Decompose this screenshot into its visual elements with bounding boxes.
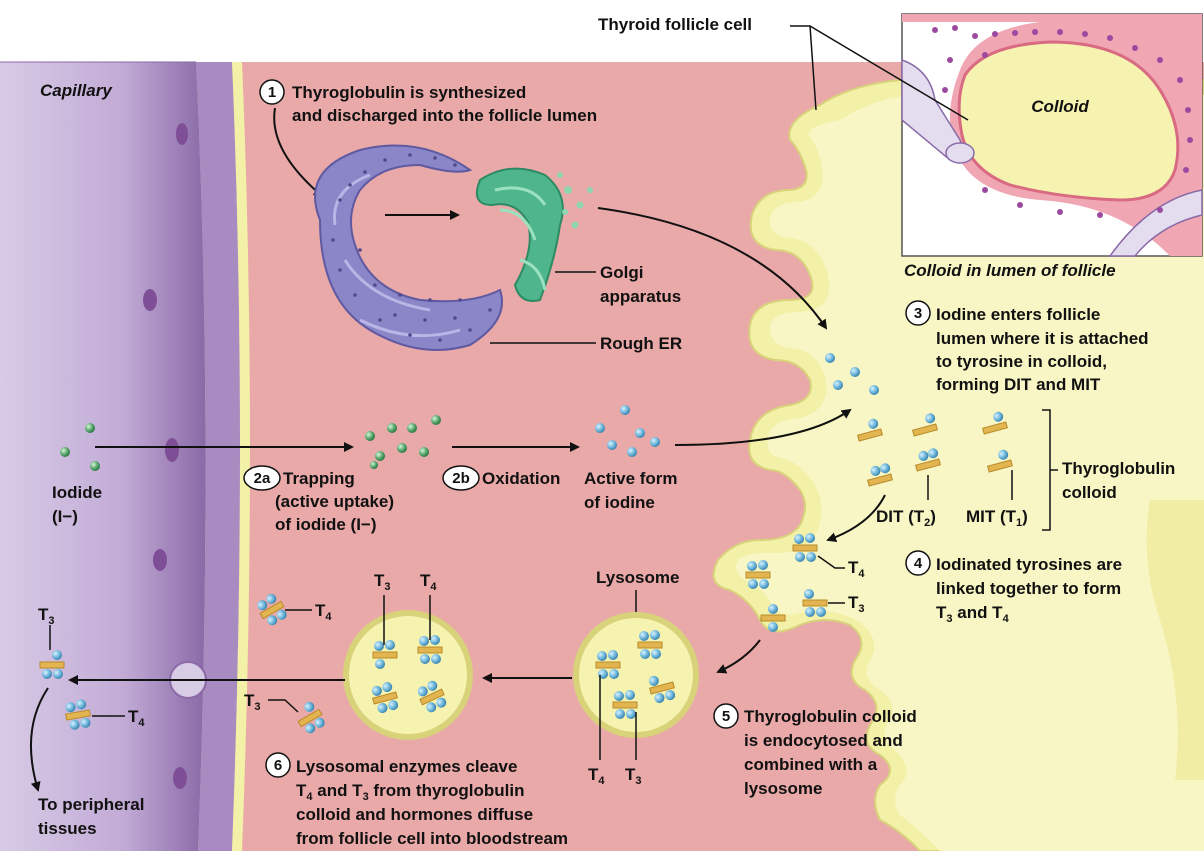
golgi-label-2: apparatus — [600, 287, 681, 306]
step-4-number: 4 — [914, 555, 923, 572]
rough-er-label: Rough ER — [600, 334, 682, 353]
capillary-nucleus — [173, 767, 187, 789]
step-6-line-1: Lysosomal enzymes cleave — [296, 757, 517, 776]
step-5-line-3: combined with a — [744, 755, 878, 774]
step-4-line-1: Iodinated tyrosines are — [936, 555, 1122, 574]
iodide-symbol-label: (I−) — [52, 507, 78, 526]
capillary-label: Capillary — [40, 81, 113, 100]
capillary-nucleus — [165, 438, 179, 462]
golgi-label-1: Golgi — [600, 263, 643, 282]
step-1-line-2: and discharged into the follicle lumen — [292, 106, 597, 125]
active-form-label-2: of iodine — [584, 493, 655, 512]
step-6-number: 6 — [274, 757, 282, 774]
step-3-line-1: Iodine enters follicle — [936, 305, 1100, 324]
step-3-line-2: lumen where it is attached — [936, 329, 1149, 348]
step-3-line-3: to tyrosine in colloid, — [936, 352, 1107, 371]
active-form-label-1: Active form — [584, 469, 678, 488]
capillary-nucleus — [176, 123, 188, 145]
step-4-line-2: linked together to form — [936, 579, 1121, 598]
colloid-label: Colloid — [1031, 97, 1089, 116]
step-2b-number: 2b — [452, 470, 470, 487]
thyroglobulin-label-2: colloid — [1062, 483, 1117, 502]
inset-thyroid-follicle: Colloid — [902, 14, 1202, 256]
step-5-line-1: Thyroglobulin colloid — [744, 707, 917, 726]
step-3-line-4: forming DIT and MIT — [936, 375, 1101, 394]
step-5-number: 5 — [722, 708, 730, 725]
step-6-line-2: T4 and T3 from thyroglobulin — [296, 781, 525, 803]
thyroglobulin-label-1: Thyroglobulin — [1062, 459, 1175, 478]
lysosome-left — [346, 613, 470, 737]
oxidation-label: Oxidation — [482, 469, 560, 488]
step-2a-line-1: Trapping — [283, 469, 355, 488]
step-1-number: 1 — [268, 84, 276, 101]
iodide-label: Iodide — [52, 483, 102, 502]
colloid-in-lumen-label: Colloid in lumen of follicle — [904, 261, 1116, 280]
to-peripheral-label-2: tissues — [38, 819, 97, 838]
capillary-nucleus — [153, 549, 167, 571]
step-5-line-2: is endocytosed and — [744, 731, 903, 750]
to-peripheral-label-1: To peripheral — [38, 795, 144, 814]
inset-capillary-end — [946, 143, 974, 163]
step-1-line-1: Thyroglobulin is synthesized — [292, 83, 526, 102]
step-3-number: 3 — [914, 305, 922, 322]
lysosome-label: Lysosome — [596, 568, 679, 587]
step-2a-line-2: (active uptake) — [275, 492, 394, 511]
step-5-line-4: lysosome — [744, 779, 822, 798]
step-6-line-4: from follicle cell into bloodstream — [296, 829, 568, 848]
step-6-line-3: colloid and hormones diffuse — [296, 805, 533, 824]
step-2a-number: 2a — [254, 470, 271, 487]
capillary-nucleus — [143, 289, 157, 311]
step-2a-line-3: of iodide (I−) — [275, 515, 377, 534]
thyroid-follicle-cell-label: Thyroid follicle cell — [598, 15, 752, 34]
